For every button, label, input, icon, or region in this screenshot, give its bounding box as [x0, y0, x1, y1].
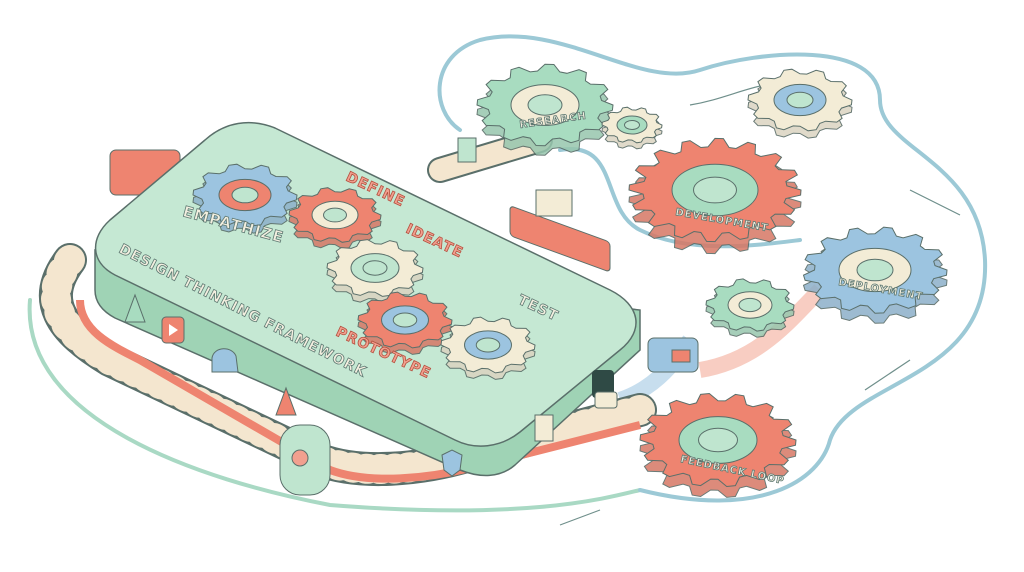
play-icon — [169, 324, 178, 336]
chart-card — [535, 189, 573, 217]
gear-prototype-hole — [392, 312, 418, 328]
document-item — [534, 414, 554, 442]
gear-top-right-hole — [786, 91, 814, 109]
gear-top-right — [747, 68, 853, 139]
gear-research — [476, 63, 614, 156]
gear-small-green — [705, 278, 795, 338]
side-arrow-line — [909, 189, 961, 216]
gear-test-hole — [475, 337, 501, 353]
gear-development-hole — [693, 176, 737, 204]
gear-empathize — [192, 163, 298, 234]
red-block-top — [509, 206, 611, 272]
bottom-arrow-line — [559, 509, 601, 526]
gear-deployment — [802, 226, 948, 324]
gear-feedback — [639, 392, 797, 498]
gear-ideate-hole — [362, 260, 388, 276]
cone-item — [275, 386, 297, 416]
shield-item — [441, 449, 463, 477]
gear-small-green-hole — [738, 297, 762, 313]
gear-research-hole — [527, 94, 563, 116]
gear-define — [288, 187, 382, 250]
cloud-item — [211, 348, 239, 373]
lower-arrow-line — [864, 359, 911, 391]
inner-flow-path — [558, 147, 802, 249]
mail-icon — [671, 349, 691, 363]
gear-small-cream-hole — [624, 120, 640, 130]
outer-flow-path — [27, 298, 642, 513]
gear-deployment-hole — [856, 258, 894, 282]
gear-development — [628, 137, 802, 255]
gear-small-cream — [601, 106, 663, 150]
gear-prototype — [357, 291, 453, 355]
gear-test — [440, 316, 536, 380]
gear-define-hole — [323, 207, 347, 223]
conveyor-rail — [76, 299, 641, 483]
red-transfer-band — [698, 284, 826, 378]
gear-ideate — [326, 239, 424, 304]
document-top — [457, 137, 477, 163]
right-flow-path — [437, 34, 988, 503]
platform-door — [592, 370, 614, 398]
gear-empathize-hole — [231, 186, 259, 204]
gear-feedback-hole — [698, 427, 738, 453]
box-item — [594, 391, 618, 409]
post-hole — [291, 449, 309, 467]
triangle-item — [124, 293, 146, 323]
top-arrow-line — [689, 84, 766, 106]
